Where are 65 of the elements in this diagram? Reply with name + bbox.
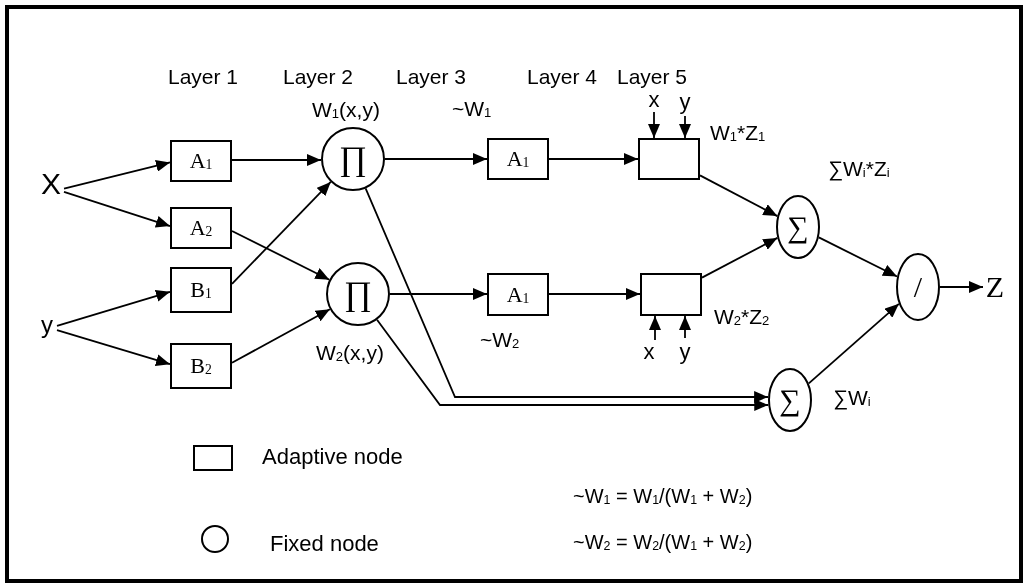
node-caption: ∑W$_{i}$ (833, 387, 871, 408)
fixed-node-ellipse (776, 195, 820, 259)
node-caption: W$_{2}$(x,y) (316, 342, 384, 363)
node-symbol: ∑ (779, 385, 801, 415)
variable-label: y (37, 310, 57, 340)
arrow (389, 288, 488, 300)
arrow (817, 236, 898, 278)
layer-heading: Layer 2 (283, 66, 354, 87)
adaptive-node-box (170, 207, 232, 249)
arrow (56, 290, 171, 327)
adaptive-node-box (170, 140, 232, 182)
arrow (548, 153, 639, 165)
arrow (63, 160, 171, 190)
variable-label: x (640, 340, 658, 364)
arrow (56, 329, 171, 366)
variable-label: X (38, 168, 64, 200)
arrow (231, 230, 331, 281)
arrow (807, 302, 900, 385)
layer-heading: Layer 3 (396, 66, 467, 87)
node-symbol: ∏ (344, 277, 372, 311)
adaptive-node-box (640, 273, 702, 316)
formula-text: ~W$_{1}$ = W$_{1}$/(W$_{1}$ + W$_{2}$) (573, 486, 753, 506)
fixed-node-ellipse (896, 253, 940, 321)
arrow (231, 154, 322, 166)
arrow (231, 308, 331, 364)
variable-label: Z (983, 272, 1007, 302)
arrow (364, 187, 769, 403)
arrow (699, 174, 779, 217)
node-symbol: ∑ (787, 212, 809, 242)
formula-text: ~W$_{2}$ = W$_{2}$/(W$_{1}$ + W$_{2}$) (573, 532, 753, 552)
node-caption: W$_{2}$*Z$_{2}$ (714, 306, 770, 327)
node-symbol: / (913, 272, 923, 302)
fixed-node-circle (326, 262, 390, 326)
arrow (648, 111, 660, 139)
node-caption: ~W$_{1}$ (452, 98, 492, 119)
layer-heading: Layer 5 (617, 66, 688, 87)
arrow (679, 315, 691, 339)
arrow (701, 237, 779, 279)
arrow (548, 288, 641, 300)
arrow (649, 315, 661, 341)
arrow (63, 191, 171, 228)
node-caption: W$_{1}$*Z$_{1}$ (710, 122, 766, 143)
fixed-node-circle (321, 127, 385, 191)
arrow (679, 115, 691, 139)
layer-heading: Layer 4 (527, 66, 598, 87)
layer-heading: Layer 1 (168, 66, 239, 87)
node-caption: W$_{1}$(x,y) (312, 99, 380, 120)
arrow (384, 153, 488, 165)
adaptive-node-box (170, 267, 232, 313)
variable-label: y (676, 338, 694, 366)
arrow (376, 318, 770, 411)
arrow (231, 181, 332, 285)
node-symbol: ∏ (339, 142, 367, 176)
variable-label: y (676, 88, 694, 116)
node-caption: ∑W$_{i}$*Z$_{i}$ (828, 158, 890, 179)
adaptive-node-box (638, 138, 700, 180)
adaptive-node-box (170, 343, 232, 389)
fixed-node-ellipse (768, 368, 812, 432)
variable-label: x (645, 88, 663, 112)
adaptive-node-box (487, 138, 549, 180)
arrow (939, 281, 984, 293)
adaptive-node-box (487, 273, 549, 316)
legend-label: Fixed node (270, 533, 379, 555)
legend-label: Adaptive node (262, 446, 403, 468)
node-caption: ~W$_{2}$ (480, 329, 520, 350)
